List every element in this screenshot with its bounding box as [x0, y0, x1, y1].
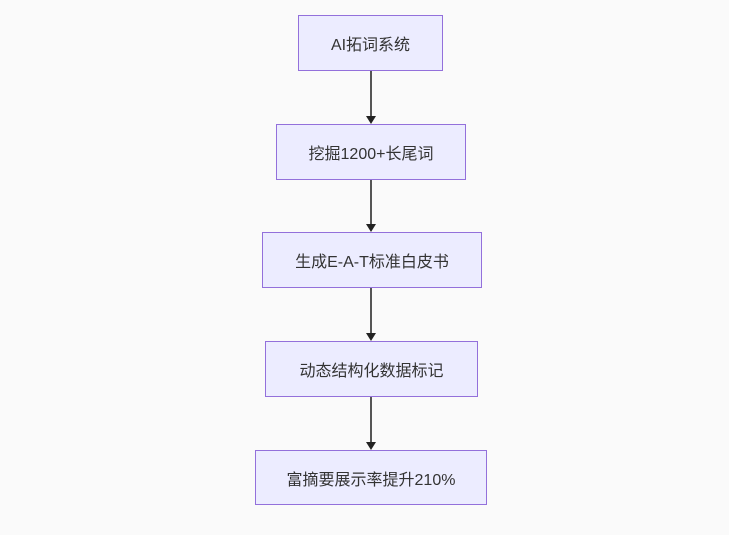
flow-arrow-3 [366, 288, 376, 341]
node-label: 挖掘1200+长尾词 [308, 146, 434, 163]
flowchart-node-step-1: AI拓词系统 [298, 15, 443, 71]
node-label: AI拓词系统 [330, 37, 411, 54]
node-label: 富摘要展示率提升210% [286, 471, 456, 489]
flowchart-node-step-5: 富摘要展示率提升210% [255, 450, 487, 505]
arrowhead-down-icon [366, 116, 376, 124]
flowchart-node-step-2: 挖掘1200+长尾词 [276, 124, 466, 180]
flow-arrow-1 [366, 71, 376, 124]
arrow-shaft [370, 180, 372, 225]
flow-arrow-2 [366, 180, 376, 232]
flow-arrow-4 [366, 397, 376, 450]
arrow-shaft [370, 71, 372, 117]
node-label: 生成E-A-T标准白皮书 [295, 254, 449, 271]
node-label: 动态结构化数据标记 [299, 363, 444, 380]
arrow-shaft [370, 288, 372, 334]
flowchart-node-step-4: 动态结构化数据标记 [265, 341, 478, 397]
arrow-shaft [370, 397, 372, 443]
flowchart-node-step-3: 生成E-A-T标准白皮书 [262, 232, 482, 288]
arrowhead-down-icon [366, 224, 376, 232]
arrowhead-down-icon [366, 442, 376, 450]
arrowhead-down-icon [366, 333, 376, 341]
